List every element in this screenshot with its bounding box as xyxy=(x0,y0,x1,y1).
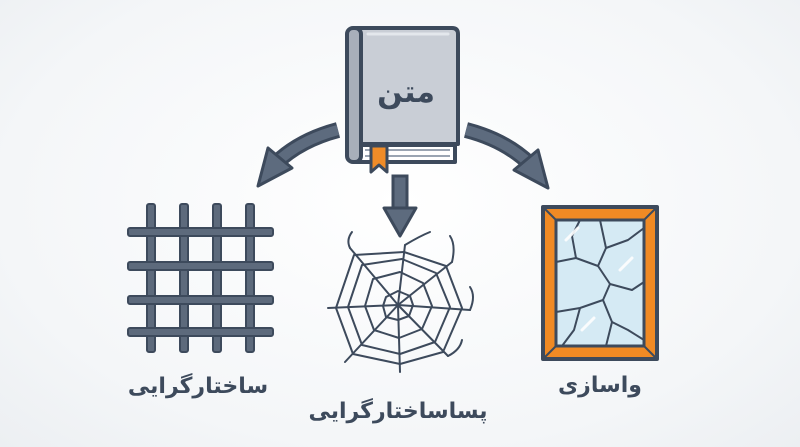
book-icon xyxy=(345,26,460,174)
label-structuralism: ساختارگرایی xyxy=(128,372,268,399)
arrow-right xyxy=(463,122,550,190)
spider-web-icon xyxy=(327,231,474,373)
arrow-left xyxy=(256,122,341,188)
label-poststructuralism: پساساختارگرایی xyxy=(308,397,487,424)
book-title: متن xyxy=(377,75,435,110)
label-deconstruction: واسازی xyxy=(558,373,642,398)
grid-icon xyxy=(127,203,274,353)
broken-mirror-icon xyxy=(541,205,659,361)
arrow-center xyxy=(382,174,418,238)
